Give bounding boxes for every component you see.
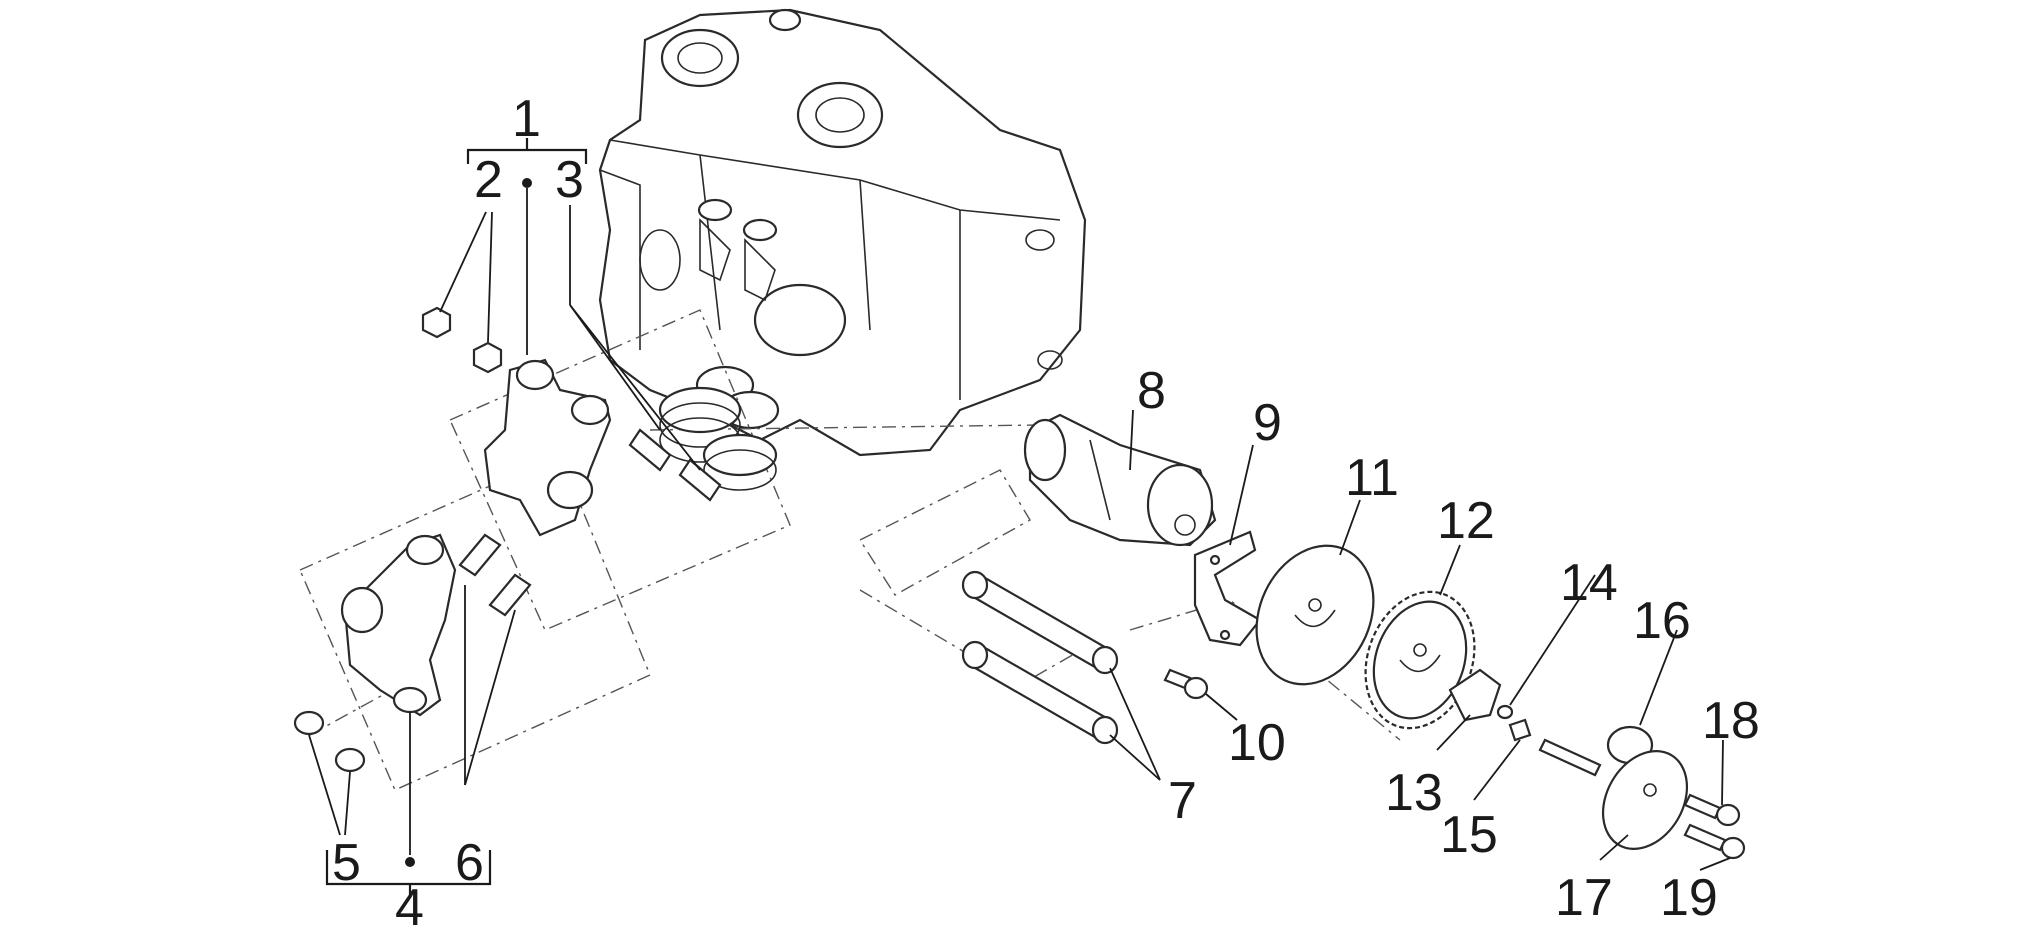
callout-8: 8: [1137, 362, 1166, 420]
washer-plate-17: [1601, 750, 1689, 850]
rocker-arm-lower: [340, 533, 457, 717]
disc-11: [1255, 544, 1375, 686]
callout-14: 14: [1560, 554, 1618, 612]
callout-5: 5: [332, 834, 361, 892]
callout-19: 19: [1660, 869, 1718, 925]
callout-2: 2: [474, 151, 503, 209]
spring-15: [1508, 718, 1532, 742]
group-bracket-bottom: [325, 850, 492, 896]
adjusting-screw-6: [458, 533, 532, 617]
bolt-10: [1163, 668, 1209, 700]
spring-14: [1496, 704, 1514, 720]
callout-6: 6: [455, 834, 484, 892]
callout-9: 9: [1253, 394, 1282, 452]
callout-7: 7: [1168, 772, 1197, 830]
camshaft-8: [1023, 413, 1217, 547]
callout-15: 15: [1440, 806, 1498, 864]
callout-17: 17: [1555, 869, 1613, 925]
callout-1: 1: [512, 90, 541, 148]
sprocket-12: [1364, 590, 1476, 730]
callout-11: 11: [1345, 449, 1399, 507]
callout-10: 10: [1228, 714, 1286, 772]
callout-12: 12: [1437, 492, 1495, 550]
valve-spring-3: [628, 386, 778, 502]
decompressor-weight-13: [1448, 668, 1502, 722]
bolt-18: [1683, 793, 1741, 827]
bolt-19: [1683, 823, 1746, 860]
callout-16: 16: [1633, 592, 1691, 650]
callout-4: 4: [395, 879, 424, 925]
leader-lines: [308, 188, 1731, 871]
callout-18: 18: [1702, 692, 1760, 750]
roller-5: [293, 710, 366, 773]
bracket-plate-9: [1193, 530, 1262, 647]
group-bracket-top: [466, 138, 588, 188]
rocker-arm-upper: [483, 358, 612, 537]
callout-3: 3: [555, 151, 584, 209]
callout-13: 13: [1385, 764, 1443, 822]
nut-2: [421, 306, 503, 374]
cylinder-head: [598, 8, 1087, 457]
push-rod-7: [961, 570, 1119, 745]
callout-numbers: 1 2 3 4 5 6 7 8 9 10 11 12 13 14 15 16 1…: [332, 90, 1760, 925]
